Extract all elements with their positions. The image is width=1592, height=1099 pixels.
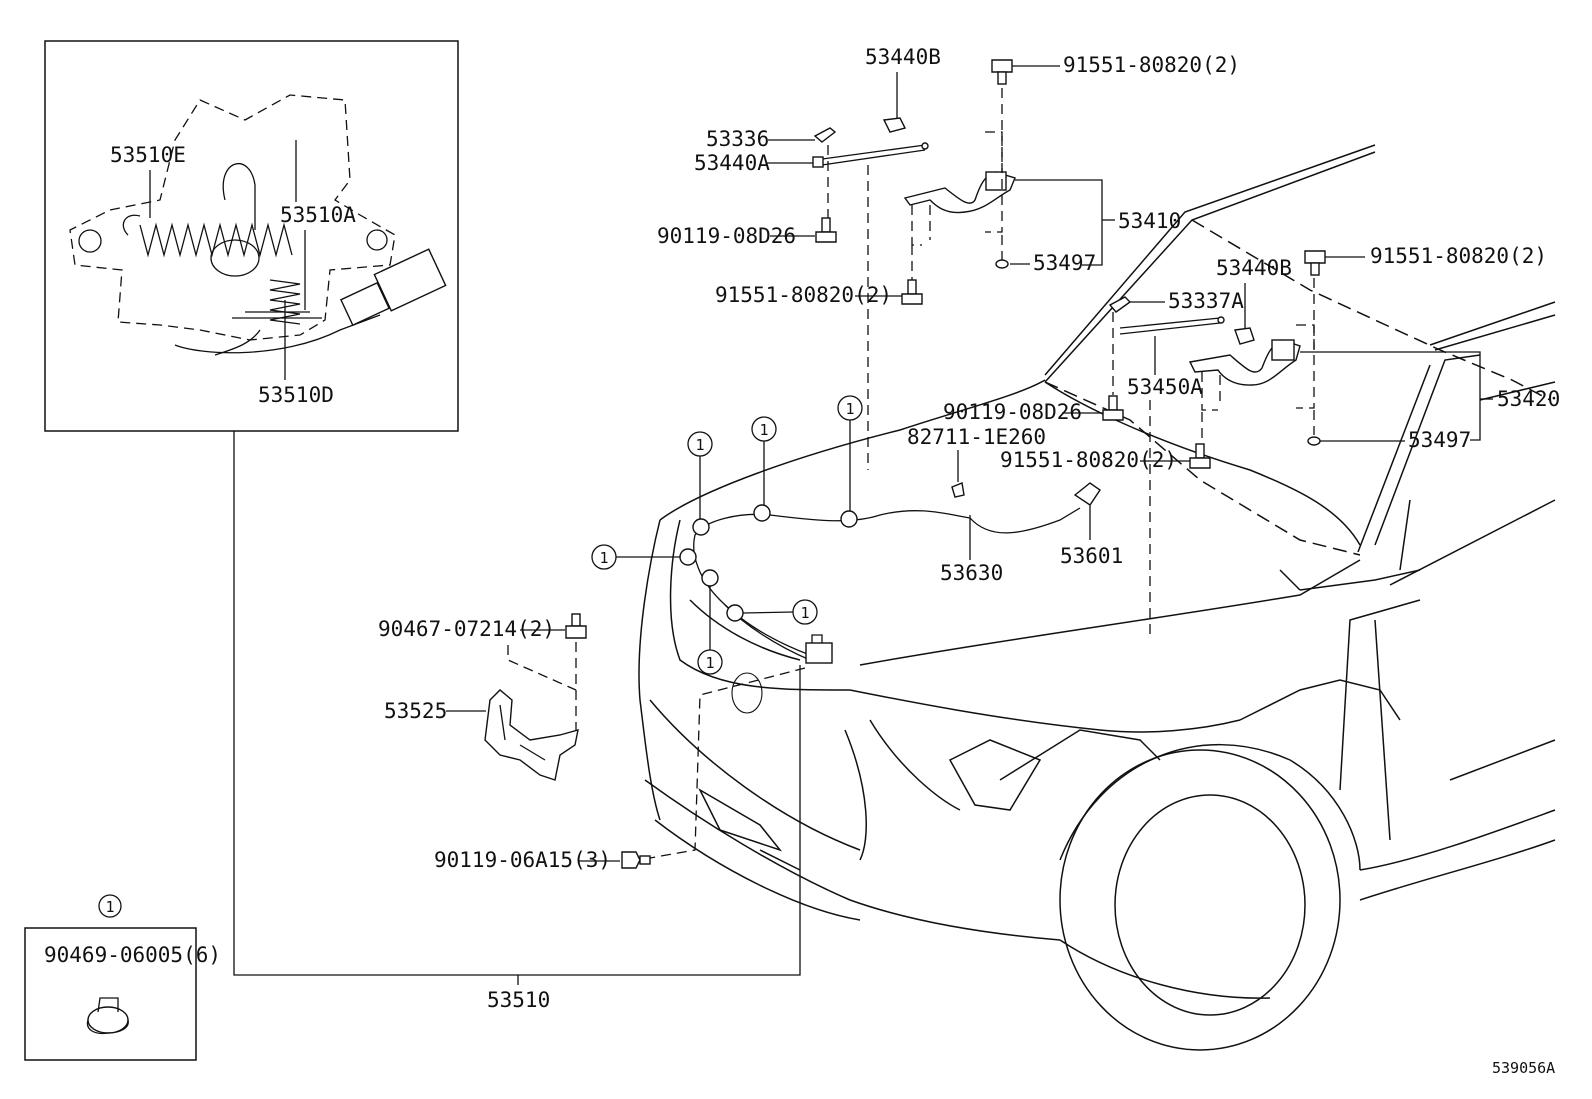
callout-1-e-text: 1 xyxy=(800,604,809,622)
hood-hinge-53420 xyxy=(1188,339,1301,386)
washer-53497-left xyxy=(995,259,1009,269)
bolt-91551-right xyxy=(1304,250,1326,276)
label-53420[interactable]: 53420 xyxy=(1497,387,1560,411)
bolt-90119-06A15 xyxy=(621,851,651,869)
callout-1-b-text: 1 xyxy=(759,421,768,439)
label-90119-08D26-center[interactable]: 90119-08D26 xyxy=(943,400,1082,424)
label-91551-80820-center[interactable]: 91551-80820(2) xyxy=(1000,448,1177,472)
label-53410[interactable]: 53410 xyxy=(1118,209,1181,233)
label-53440B-right[interactable]: 53440B xyxy=(1216,256,1292,280)
label-90469-06005[interactable]: 90469-06005(6) xyxy=(44,943,221,967)
bolt-90119-08D26-center xyxy=(1102,395,1124,421)
label-53337A[interactable]: 53337A xyxy=(1168,289,1244,313)
callout-1-f: 1 xyxy=(697,586,723,675)
bracket-53525 xyxy=(484,689,579,781)
diagram-id: 539056A xyxy=(1492,1059,1555,1077)
label-90467-07214[interactable]: 90467-07214(2) xyxy=(378,617,555,641)
label-53601[interactable]: 53601 xyxy=(1060,544,1123,568)
label-53510[interactable]: 53510 xyxy=(487,988,550,1012)
bolt-91551-left xyxy=(901,279,923,305)
latch-detail-inset xyxy=(44,40,459,432)
callout-1-clip xyxy=(98,894,122,918)
label-91551-80820-right[interactable]: 91551-80820(2) xyxy=(1370,244,1547,268)
hood-support-rod-right xyxy=(1119,316,1225,335)
callout-1-a-text: 1 xyxy=(695,436,704,454)
label-91551-80820-top[interactable]: 91551-80820(2) xyxy=(1063,53,1240,77)
label-91551-80820-left[interactable]: 91551-80820(2) xyxy=(715,283,892,307)
hood-support-rod xyxy=(812,142,929,168)
label-53440A[interactable]: 53440A xyxy=(694,151,770,175)
callout-1-clip-text: 1 xyxy=(105,898,114,916)
hood-hinge-53410 xyxy=(903,171,1016,214)
callout-1-a: 1 xyxy=(687,431,713,519)
callout-1-d-text: 1 xyxy=(599,549,608,567)
label-53510D[interactable]: 53510D xyxy=(258,383,334,407)
bolt-91551-top xyxy=(991,59,1013,85)
clip-inset xyxy=(24,927,197,1061)
hood-lock-latch-drawing xyxy=(69,94,447,356)
label-53630[interactable]: 53630 xyxy=(940,561,1003,585)
callout-1-f-text: 1 xyxy=(705,654,714,672)
vehicle-outline xyxy=(638,144,1556,1051)
bolt-91551-center xyxy=(1189,443,1211,469)
cushion-53440B-top xyxy=(882,117,907,133)
label-90119-06A15[interactable]: 90119-06A15(3) xyxy=(434,848,611,872)
label-53525[interactable]: 53525 xyxy=(384,699,447,723)
clip-90467-07214 xyxy=(565,613,587,639)
callout-1-c-text: 1 xyxy=(845,400,854,418)
label-53510E[interactable]: 53510E xyxy=(110,143,186,167)
hood-lock-assembly xyxy=(805,634,833,664)
callout-1-c: 1 xyxy=(837,395,863,511)
label-53497-left[interactable]: 53497 xyxy=(1033,251,1096,275)
label-53497-right[interactable]: 53497 xyxy=(1408,428,1471,452)
label-82711-1E260[interactable]: 82711-1E260 xyxy=(907,425,1046,449)
label-53450A[interactable]: 53450A xyxy=(1127,375,1203,399)
washer-53497-right xyxy=(1307,436,1321,446)
hood-release-cable xyxy=(679,482,1101,661)
bracket-53336 xyxy=(813,127,837,143)
callout-1-e: 1 xyxy=(742,599,818,625)
cushion-53440B-right xyxy=(1234,327,1255,345)
callout-1-d: 1 xyxy=(591,544,680,570)
label-53440B-top[interactable]: 53440B xyxy=(865,45,941,69)
callout-1-b: 1 xyxy=(751,416,777,505)
label-53510A[interactable]: 53510A xyxy=(280,203,356,227)
clip-drawing xyxy=(86,997,129,1035)
bracket-53337A xyxy=(1108,296,1132,313)
label-53336[interactable]: 53336 xyxy=(706,127,769,151)
bolt-90119-08D26-left xyxy=(815,217,837,243)
